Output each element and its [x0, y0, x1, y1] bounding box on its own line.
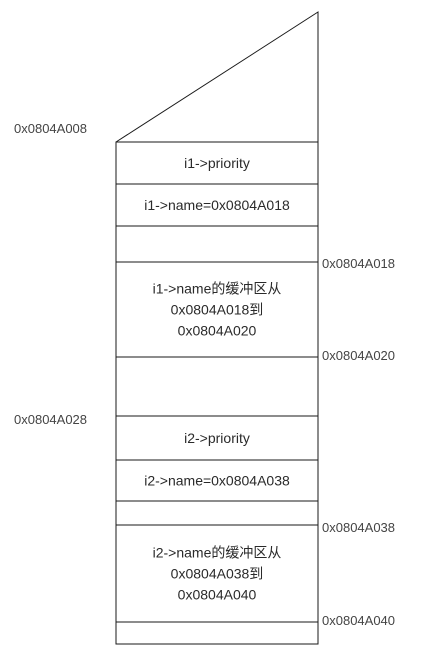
- left-address-label: 0x0804A028: [14, 412, 87, 427]
- memory-cell-box: [115, 183, 319, 227]
- memory-cell-box: [115, 141, 319, 185]
- memory-cells: i1->priority i1->name=0x0804A018 i1->name的…: [115, 141, 319, 645]
- right-address-label: 0x0804A038: [322, 520, 395, 535]
- memory-cell: i1->priority: [115, 141, 319, 185]
- memory-cell: i2->priority: [115, 415, 319, 461]
- left-address-label: 0x0804A008: [14, 121, 87, 136]
- memory-cell: [115, 621, 319, 645]
- memory-cell-box: [115, 356, 319, 417]
- memory-cell-label: 0x0804A018到: [171, 302, 264, 318]
- memory-cell-box: [115, 225, 319, 263]
- memory-cell-label: i1->name的缓冲区从: [153, 281, 282, 297]
- memory-cell: [115, 356, 319, 417]
- right-address-label: 0x0804A040: [322, 613, 395, 628]
- memory-cell: [115, 225, 319, 263]
- memory-cell: i2->name的缓冲区从 0x0804A038到 0x0804A040: [115, 524, 319, 623]
- memory-cell: [115, 500, 319, 526]
- right-address-label: 0x0804A018: [322, 256, 395, 271]
- memory-cell-box: [115, 500, 319, 526]
- memory-cell-box: [115, 524, 319, 623]
- right-address-labels: 0x0804A018 0x0804A020 0x0804A038 0x0804A040: [322, 256, 395, 628]
- memory-cell-box: [115, 621, 319, 645]
- memory-cell-label: i2->priority: [184, 430, 250, 446]
- memory-cell-box: [115, 415, 319, 461]
- memory-cell-label: 0x0804A020: [178, 323, 257, 339]
- heap-wedge-outline: [115, 11, 319, 143]
- memory-cell-label: i1->name=0x0804A018: [144, 197, 290, 213]
- memory-cell: i1->name=0x0804A018: [115, 183, 319, 227]
- memory-cell-label: i1->priority: [184, 155, 250, 171]
- memory-cell-box: [115, 261, 319, 358]
- memory-cell-label: i2->name的缓冲区从: [153, 545, 282, 561]
- right-address-label: 0x0804A020: [322, 348, 395, 363]
- memory-cell: i1->name的缓冲区从 0x0804A018到 0x0804A020: [115, 261, 319, 358]
- memory-cell-label: 0x0804A038到: [171, 566, 264, 582]
- memory-cell: i2->name=0x0804A038: [115, 459, 319, 502]
- memory-cell-label: i2->name=0x0804A038: [144, 473, 290, 489]
- left-address-labels: 0x0804A008 0x0804A028: [14, 121, 87, 427]
- memory-cell-label: 0x0804A040: [178, 587, 257, 603]
- heap-top-wedge: [115, 11, 319, 143]
